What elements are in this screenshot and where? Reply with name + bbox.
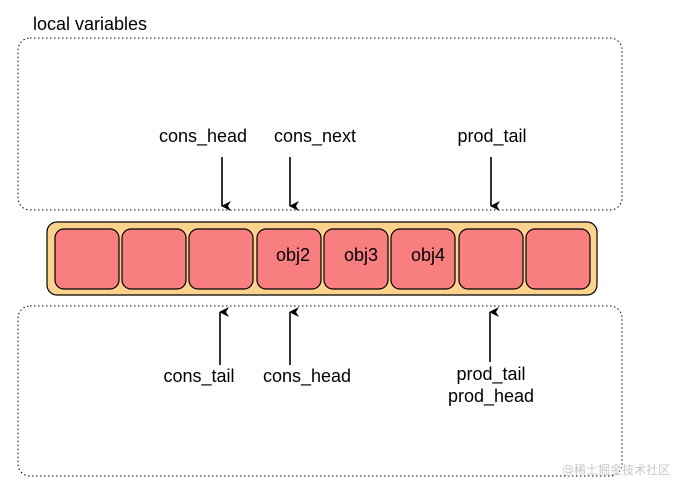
top-prod-tail-label: prod_tail xyxy=(457,126,526,147)
ring-cell xyxy=(458,228,524,290)
bottom-cons-tail-label: cons_tail xyxy=(163,366,234,387)
ring-cell-label: obj3 xyxy=(344,245,378,265)
ring-cell xyxy=(54,228,120,290)
ring-cells: obj2 obj3 obj4 xyxy=(54,228,591,290)
ring-cell-label: obj4 xyxy=(411,245,445,265)
bottom-cons-head-label: cons_head xyxy=(263,366,351,387)
local-variables-title: local variables xyxy=(33,14,147,34)
top-local-variables-frame xyxy=(17,37,623,211)
ring-cell-label: obj2 xyxy=(276,245,310,265)
bottom-prod-tail-label: prod_tail xyxy=(456,364,525,385)
bottom-prod-head-label: prod_head xyxy=(448,386,534,407)
bottom-local-variables-frame xyxy=(17,305,623,477)
ring-cell: obj4 xyxy=(390,228,456,290)
ring-cell xyxy=(121,228,187,290)
ring-cell: obj2 xyxy=(256,228,322,290)
ring-cell xyxy=(525,228,591,290)
top-cons-head-label: cons_head xyxy=(159,126,247,147)
ring-cell xyxy=(188,228,254,290)
top-cons-next-label: cons_next xyxy=(274,126,356,147)
ring-cell: obj3 xyxy=(323,228,389,290)
watermark: @稀土掘金技术社区 xyxy=(562,462,670,477)
